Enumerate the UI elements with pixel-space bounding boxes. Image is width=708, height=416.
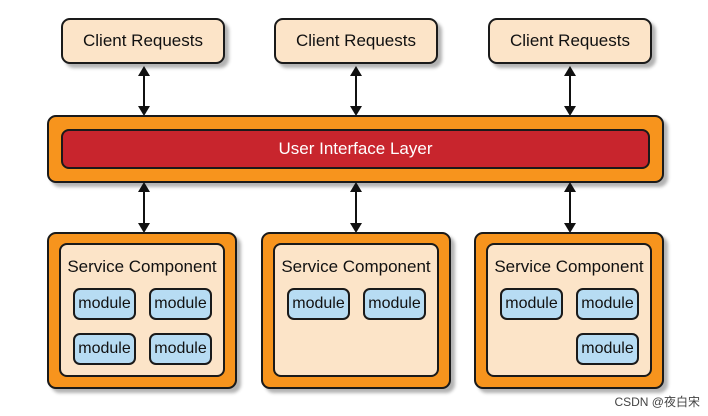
bidirectional-arrow bbox=[138, 182, 150, 233]
bidirectional-arrow bbox=[564, 182, 576, 233]
user-interface-layer: User Interface Layer bbox=[47, 115, 664, 183]
watermark: CSDN @夜白宋 bbox=[614, 395, 700, 409]
module-box: module bbox=[149, 288, 212, 320]
client-requests-label: Client Requests bbox=[295, 31, 416, 50]
bidirectional-arrow bbox=[138, 66, 150, 116]
module-box: module bbox=[500, 288, 563, 320]
module-box: module bbox=[576, 333, 639, 365]
bidirectional-arrow bbox=[564, 66, 576, 116]
service-component-title: Service Component bbox=[67, 257, 217, 276]
service-component: Service Component module module module bbox=[474, 232, 664, 389]
service-component-panel: Service Component module module module m… bbox=[59, 243, 225, 377]
module-box: module bbox=[149, 333, 212, 365]
service-component: Service Component module module bbox=[261, 232, 451, 389]
module-box: module bbox=[576, 288, 639, 320]
client-requests-box: Client Requests bbox=[274, 18, 438, 64]
module-box: module bbox=[363, 288, 426, 320]
module-box: module bbox=[73, 288, 136, 320]
client-requests-box: Client Requests bbox=[488, 18, 652, 64]
service-component-title: Service Component bbox=[281, 257, 431, 276]
service-component-title: Service Component bbox=[494, 257, 644, 276]
bidirectional-arrow bbox=[350, 66, 362, 116]
client-requests-label: Client Requests bbox=[509, 31, 630, 50]
bidirectional-arrow bbox=[350, 182, 362, 233]
user-interface-layer-bar: User Interface Layer bbox=[61, 129, 650, 169]
module-box: module bbox=[73, 333, 136, 365]
user-interface-layer-label: User Interface Layer bbox=[278, 139, 433, 158]
service-component-panel: Service Component module module bbox=[273, 243, 439, 377]
module-box: module bbox=[287, 288, 350, 320]
client-requests-label: Client Requests bbox=[82, 31, 203, 50]
service-component: Service Component module module module m… bbox=[47, 232, 237, 389]
service-component-panel: Service Component module module module bbox=[486, 243, 652, 377]
client-requests-box: Client Requests bbox=[61, 18, 225, 64]
